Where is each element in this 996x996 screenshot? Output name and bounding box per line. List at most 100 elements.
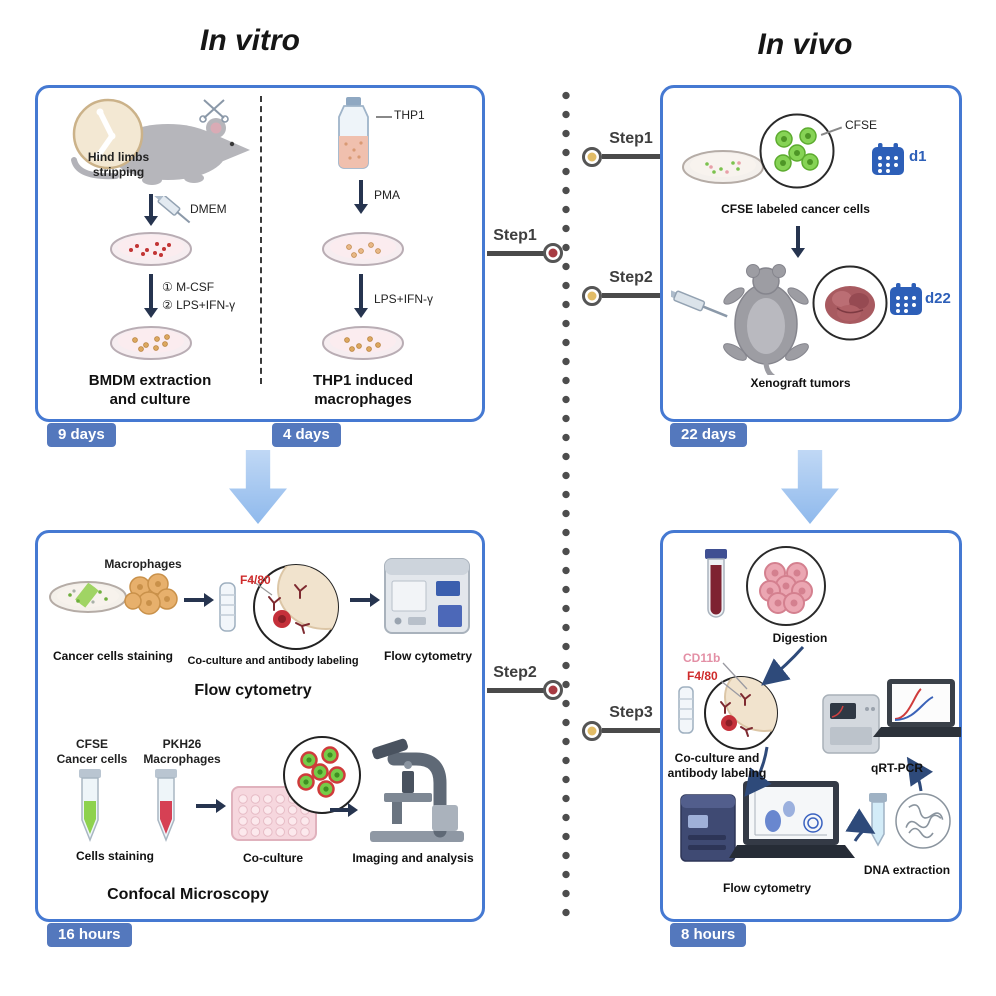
flow-cytometer-icon: [384, 558, 470, 634]
cfse-cells-caption: CFSE labeled cancer cells: [721, 202, 870, 216]
petri-dish-stained-cells: [49, 577, 127, 619]
petri-dish-bone-marrow: [110, 232, 192, 266]
arrow-coculture-to-cytometer: [350, 593, 380, 607]
thp1-flask-icon: [338, 97, 369, 169]
lps-ifn2-label: LPS+IFN-γ: [374, 292, 434, 306]
in-vivo-title: In vivo: [757, 28, 853, 61]
vivo-step1-label: Step1: [609, 130, 653, 147]
mcsf-label: ① M-CSF: [162, 280, 215, 294]
petri-dish-thp1: [322, 232, 404, 266]
flow-cytometry-caption-vivo: Flow cytometry: [722, 881, 812, 895]
thp1-leader-line: [376, 116, 392, 118]
pma-label: PMA: [374, 188, 401, 202]
vitro-step2-line: [487, 688, 544, 693]
vivo-step3-label: Step3: [609, 704, 653, 721]
cfse-cells-zoom-icon: [759, 113, 835, 189]
coculture-antibody-caption-vivo: Co-culture and antibody labeling: [667, 751, 767, 780]
in-vitro-title: In vitro: [199, 24, 300, 57]
arrow-tubes-to-plate: [196, 799, 226, 813]
f480-label-vivo: F4/80: [687, 669, 718, 683]
mouse-hind-limb-icon: [71, 98, 250, 185]
calendar-d1-icon: [872, 143, 904, 175]
vitro-step2-label: Step2: [493, 664, 537, 681]
vivo-step2-line: [602, 293, 660, 298]
syringe-icon: [154, 196, 191, 224]
vitro-step1-label: Step1: [493, 227, 537, 244]
hind-limbs-label: Hind limbs stripping: [87, 150, 150, 179]
macrophages-label: Macrophages: [104, 557, 182, 571]
vivo-step1-line: [602, 154, 660, 159]
thp1-caption: THP1 induced macrophages: [312, 372, 413, 408]
cfse-label: CFSE: [845, 118, 878, 132]
f480-label-flow: F4/80: [240, 573, 271, 587]
antibody-labeling-zoom-icon-2: [678, 676, 778, 750]
lps-ifn-label: ② LPS+IFN-γ: [162, 298, 236, 312]
qrtpcr-caption: qRT-PCR: [871, 761, 923, 775]
timeline-dotted-divider: [561, 86, 571, 922]
arrow-staining-to-coculture: [184, 593, 214, 607]
block-arrow-right-down: [781, 450, 839, 524]
flow-cytometry-header: Flow cytometry: [194, 682, 312, 699]
badge-9-days: 9 days: [47, 423, 116, 448]
qrtpcr-machine-icon: [822, 679, 961, 754]
panel-column-divider: [260, 96, 262, 384]
cfse-tube-icon: [79, 769, 101, 843]
macrophage-cluster-icon: [124, 573, 178, 615]
vitro-step2-node: [543, 680, 563, 700]
arrow-mouse-to-dish: [144, 194, 158, 226]
panel-invivo-analysis: Digestion CD11b F4/80 Co-culture and ant…: [660, 530, 962, 922]
arrow-dish-to-dish-right: [354, 274, 368, 318]
panel-xenograft: CFSE d1 CFSE labeled cancer cells: [660, 85, 962, 422]
petri-dish-macrophages: [322, 326, 404, 360]
vivo-step3-node: [582, 721, 602, 741]
coculture-caption: Co-culture: [243, 851, 303, 865]
confocal-header: Confocal Microscopy: [107, 886, 269, 903]
confocal-microscope-icon: [370, 738, 464, 842]
imaging-caption: Imaging and analysis: [352, 851, 474, 865]
thp1-label: THP1: [394, 108, 425, 122]
arrow-cells-to-mouse: [791, 226, 805, 258]
calendar-d22-icon: [890, 283, 922, 315]
workflow-arrows: [720, 646, 934, 842]
flow-cytometry-caption: Flow cytometry: [383, 649, 473, 663]
pkh26-macrophages-label: PKH26 Macrophages: [143, 737, 221, 766]
flow-cytometer-laptop-icon: [680, 781, 855, 862]
tumor-zoom-icon: [812, 265, 888, 341]
cfse-cancer-cells-label: CFSE Cancer cells: [56, 737, 128, 766]
panel-invitro-analysis: Macrophages F4/80: [35, 530, 485, 922]
tumor-cells-zoom-icon: [746, 546, 826, 626]
cancer-staining-caption: Cancer cells staining: [52, 649, 174, 663]
block-arrow-left-down: [229, 450, 287, 524]
vivo-step2-node: [582, 286, 602, 306]
badge-22-days: 22 days: [670, 423, 748, 448]
pkh26-tube-icon: [155, 769, 177, 843]
vivo-step3-line: [602, 728, 660, 733]
stained-cells-zoom-icon: [283, 736, 361, 814]
vivo-step1-node: [582, 147, 602, 167]
vivo-step2-label: Step2: [609, 269, 653, 286]
xenograft-mouse-icon: [671, 264, 809, 375]
coculture-antibody-caption: Co-culture and antibody labeling: [187, 655, 359, 667]
dmem-label: DMEM: [190, 202, 227, 216]
blood-tube-icon: [705, 549, 727, 618]
bmdm-caption: BMDM extraction and culture: [88, 372, 212, 408]
panel-invitro-culture: Hind limbs stripping DMEM ① M-CSF ② LPS+…: [35, 85, 485, 422]
cells-staining-caption: Cells staining: [75, 849, 155, 863]
petri-dish-cfse-cells: [682, 150, 764, 184]
antibody-labeling-zoom-icon: [219, 564, 339, 650]
digestion-caption: Digestion: [772, 631, 828, 645]
xenograft-caption: Xenograft tumors: [750, 376, 851, 390]
dna-extraction-caption: DNA extraction: [863, 863, 951, 877]
arrow-plate-to-microscope: [330, 803, 358, 817]
arrow-flask-to-dish: [354, 180, 368, 214]
badge-16-hours: 16 hours: [47, 923, 132, 948]
petri-dish-bmdm: [110, 326, 192, 360]
arrow-dish-to-dish-left: [144, 274, 158, 318]
vitro-step1-line: [487, 251, 544, 256]
vitro-step1-node: [543, 243, 563, 263]
badge-4-days: 4 days: [272, 423, 341, 448]
badge-8-hours: 8 hours: [670, 923, 747, 948]
cd11b-label: CD11b: [683, 651, 721, 665]
d1-label: d1: [909, 148, 927, 165]
d22-label: d22: [925, 290, 951, 307]
